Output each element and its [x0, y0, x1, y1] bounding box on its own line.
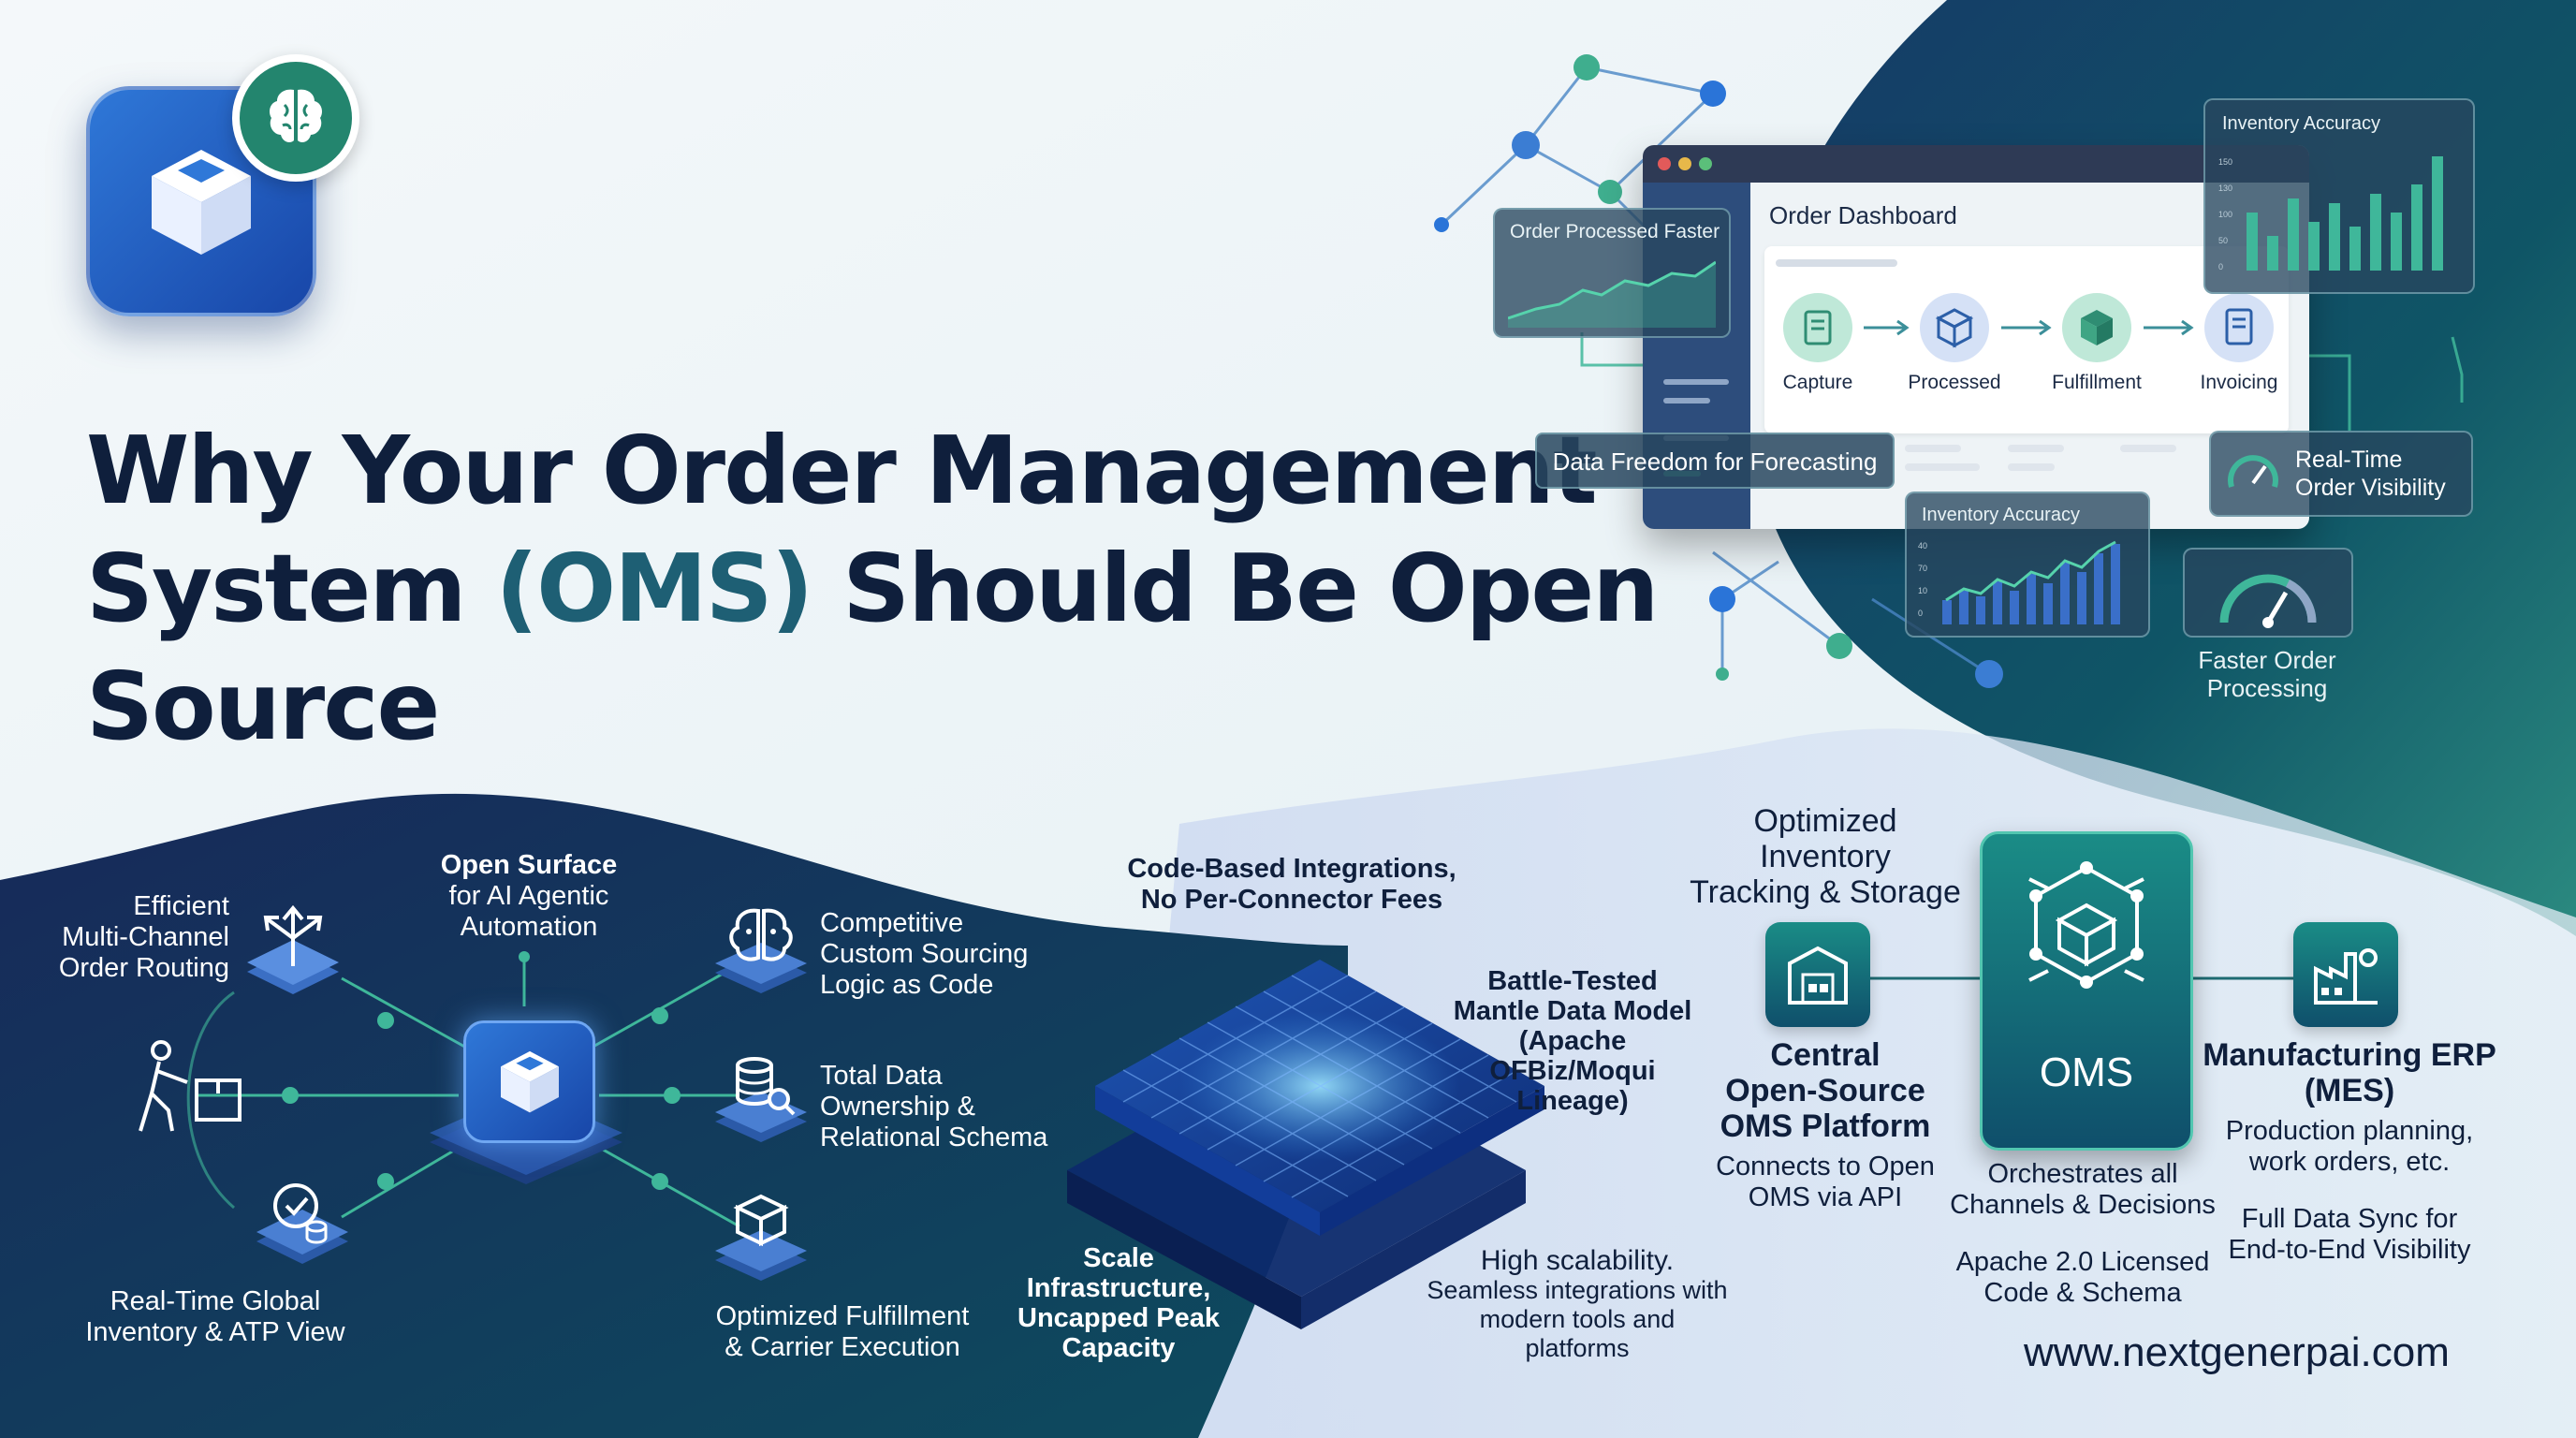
split-arrows-icon [247, 904, 339, 994]
realtime-visibility-label: Real-Time Order Visibility [2295, 447, 2446, 501]
title-accent: (OMS) [495, 534, 813, 643]
inventory-mid-bars [1942, 540, 2120, 624]
routing-label: Efficient Multi-Channel Order Routing [58, 891, 229, 983]
warehouse-icon [1788, 946, 1848, 1005]
processed-step-icon[interactable] [1920, 293, 1989, 362]
inventory-accuracy-mid-card: Inventory Accuracy 40 70 10 0 [1905, 492, 2150, 638]
warehouse-tile [1765, 922, 1870, 1027]
inventory-accuracy-mid-label: Inventory Accuracy [1922, 505, 2080, 525]
invoicing-step-icon[interactable] [2204, 293, 2274, 362]
licensed-label: Apache 2.0 Licensed Code & Schema [1955, 1247, 2210, 1308]
hub-cube-tile [463, 1020, 595, 1143]
worker-box-icon [139, 1040, 242, 1132]
cube-icon [501, 1050, 559, 1113]
title-line-2-start: System [86, 534, 496, 643]
orchestrates-label: Orchestrates all Channels & Decisions [1950, 1159, 2216, 1220]
step-arrows [1864, 319, 2194, 471]
open-surface-subtext: for AI Agentic Automation [448, 881, 609, 942]
routing-tile [242, 901, 344, 1004]
inventory-tile [251, 1172, 354, 1266]
data-freedom-label: Data Freedom for Forecasting [1552, 448, 1878, 476]
optimized-inventory-label: Optimized Inventory Tracking & Storage [1690, 803, 1961, 910]
open-surface-heading: Open Surface [440, 850, 618, 880]
data-sync-label: Full Data Sync for End-to-End Visibility [2228, 1204, 2471, 1265]
inventory-mid-axis: 40 70 10 0 [1918, 541, 1928, 618]
inventory-accuracy-top-card: Inventory Accuracy 150 130 100 50 0 [2203, 98, 2475, 294]
trend-line-chart [1508, 260, 1716, 328]
code-integrations-label: Code-Based Integrations, No Per-Connecto… [1127, 854, 1456, 915]
fulfillment-tile [710, 1191, 812, 1284]
brain-circuit-icon [715, 908, 807, 993]
order-dashboard-window: Order Dashboard Capture Processed Fulfil… [1643, 145, 2309, 529]
high-scalability-label: High scalability. Seamless integrations … [1413, 1245, 1741, 1363]
window-titlebar [1643, 145, 2309, 183]
maximize-dot-icon[interactable] [1699, 157, 1712, 170]
step-label-capture: Capture [1782, 372, 1853, 393]
sourcing-label: Competitive Custom Sourcing Logic as Cod… [820, 908, 1029, 1000]
oms-label: OMS [2039, 1049, 2134, 1095]
brain-icon [270, 89, 322, 142]
oms-network-icon [2028, 861, 2144, 989]
battle-tested-label: Battle-Tested Mantle Data Model (Apache … [1453, 966, 1692, 1116]
minimize-dot-icon[interactable] [1678, 157, 1691, 170]
factory-icon [2314, 948, 2378, 1005]
faster-order-gauge-card [2183, 548, 2353, 638]
data-freedom-pill: Data Freedom for Forecasting [1535, 433, 1895, 489]
package-icon [715, 1194, 807, 1281]
realtime-visibility-card: Real-Time Order Visibility [2209, 431, 2473, 517]
database-search-icon [715, 1057, 807, 1142]
central-platform-subtext: Connects to Open OMS via API [1716, 1152, 1935, 1212]
step-label-fulfillment: Fulfillment [2052, 372, 2142, 393]
dashboard-title: Order Dashboard [1769, 201, 1957, 229]
global-inventory-label: Real-Time Global Inventory & ATP View [85, 1286, 345, 1347]
inventory-top-axis: 150 130 100 50 0 [2218, 157, 2233, 271]
speedometer-icon [2219, 574, 2317, 628]
page-title: Why Your Order Management System (OMS) S… [86, 412, 1734, 766]
step-label-invoicing: Invoicing [2200, 372, 2278, 393]
factory-tile [2293, 922, 2398, 1027]
capture-step-icon[interactable] [1783, 293, 1852, 362]
hub-tile [426, 1011, 627, 1189]
dashboard-content [1764, 246, 2289, 433]
close-dot-icon[interactable] [1658, 157, 1671, 170]
erp-subtext: Production planning, work orders, etc. [2225, 1116, 2474, 1177]
scale-label: Scale Infrastructure, Uncapped Peak Capa… [1017, 1243, 1220, 1363]
website-url[interactable]: www.nextgenerpai.com [2024, 1329, 2450, 1375]
high-scalability-heading: High scalability. [1480, 1245, 1675, 1276]
fulfillment-step-icon[interactable] [2062, 293, 2131, 362]
brain-badge [232, 54, 359, 182]
cube-icon [152, 150, 251, 255]
inventory-accuracy-top-label: Inventory Accuracy [2222, 113, 2380, 134]
step-label-processed: Processed [1908, 372, 2001, 393]
high-scalability-subtext: Seamless integrations with modern tools … [1427, 1276, 1728, 1362]
gauge-icon [2228, 455, 2278, 488]
order-processed-label: Order Processed Faster [1510, 221, 1720, 242]
central-platform-label: Central Open-Source OMS Platform [1720, 1037, 1931, 1144]
inventory-top-bars [2247, 156, 2443, 271]
data-ownership-label: Total Data Ownership & Relational Schema [820, 1061, 1048, 1152]
erp-label: Manufacturing ERP (MES) [2203, 1037, 2496, 1108]
oms-core-tile: OMS [1980, 831, 2193, 1151]
faster-order-label: Faster Order Processing [2198, 646, 2336, 702]
inventory-check-icon [256, 1183, 348, 1264]
title-line-2-end: Should Be Open Source [86, 534, 1659, 761]
order-processed-card: Order Processed Faster [1493, 208, 1731, 338]
title-line-1: Why Your Order Management [86, 416, 1598, 525]
data-platform [1067, 960, 1544, 1329]
open-surface-label: Open Surface for AI Agentic Automation [402, 850, 655, 943]
title-line-2: System (OMS) Should Be Open Source [86, 530, 1734, 766]
fulfillment-label: Optimized Fulfillment & Carrier Executio… [715, 1301, 970, 1362]
sourcing-tile [710, 903, 812, 997]
data-ownership-tile [710, 1052, 812, 1146]
